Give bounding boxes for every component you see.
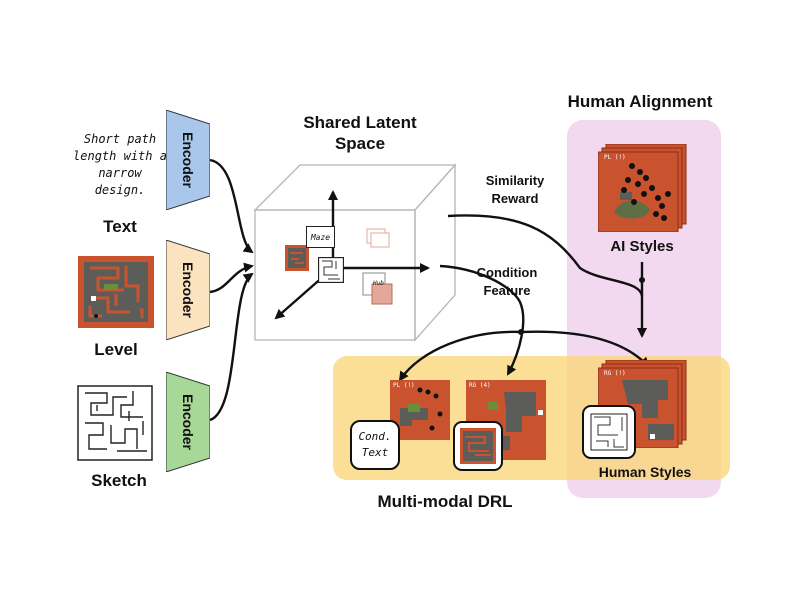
cond-level-box <box>453 421 503 471</box>
drl-card-2-code: RG (4) <box>469 382 491 389</box>
latent-sketch-thumb <box>317 256 345 284</box>
similarity-reward-arrow <box>447 214 644 297</box>
latent-hub-stack: Hub <box>362 272 394 306</box>
multimodal-drl-label: Multi-modal DRL <box>377 492 513 511</box>
human-styles-label: Human Styles <box>598 464 692 480</box>
latent-cube <box>253 163 457 342</box>
latent-level-thumb <box>285 245 309 271</box>
cond-text-box: Cond. Text <box>350 420 400 470</box>
drl-level-card-1: PL (!) <box>390 380 450 440</box>
text-encoder-arrow <box>209 158 254 254</box>
sketch-encoder-arrow <box>209 272 254 422</box>
level-encoder: Encoder <box>166 240 210 340</box>
sketch-encoder: Encoder <box>166 372 210 472</box>
cond-text-label: Cond. Text <box>358 430 392 459</box>
to-human-styles-arrow <box>520 330 650 368</box>
drl-card-1-code: PL (!) <box>393 382 415 389</box>
sketch-input-image <box>77 385 153 461</box>
condition-feature-label: Condition Feature <box>476 265 538 298</box>
sketch-label: Sketch <box>91 471 147 490</box>
text-input-sample: Short path length with a narrow design. <box>73 132 167 197</box>
hub-tag-text: Hub <box>373 280 384 287</box>
latent-faded-thumb <box>366 228 390 248</box>
text-encoder: Encoder <box>166 110 210 210</box>
condition-feature-arrow <box>439 264 525 376</box>
level-encoder-arrow <box>209 262 254 294</box>
ai-styles-cards: PL (!) <box>598 144 688 232</box>
ai-card-code: PL (!) <box>604 154 626 161</box>
text-label: Text <box>103 217 137 236</box>
ai-styles-label: AI Styles <box>610 238 674 255</box>
latent-space-title: Shared Latent Space <box>303 113 417 153</box>
human-card-code: RG (!) <box>604 370 626 377</box>
maze-tag-text: Maze <box>310 232 331 242</box>
human-alignment-title: Human Alignment <box>567 92 713 111</box>
latent-maze-tag: Maze <box>306 226 335 248</box>
level-label: Level <box>94 340 138 359</box>
to-drl-left-arrow <box>398 330 522 382</box>
level-input-image <box>78 256 154 328</box>
human-styles-sketch <box>582 405 636 459</box>
similarity-reward-label: Similarity Reward <box>485 173 545 206</box>
